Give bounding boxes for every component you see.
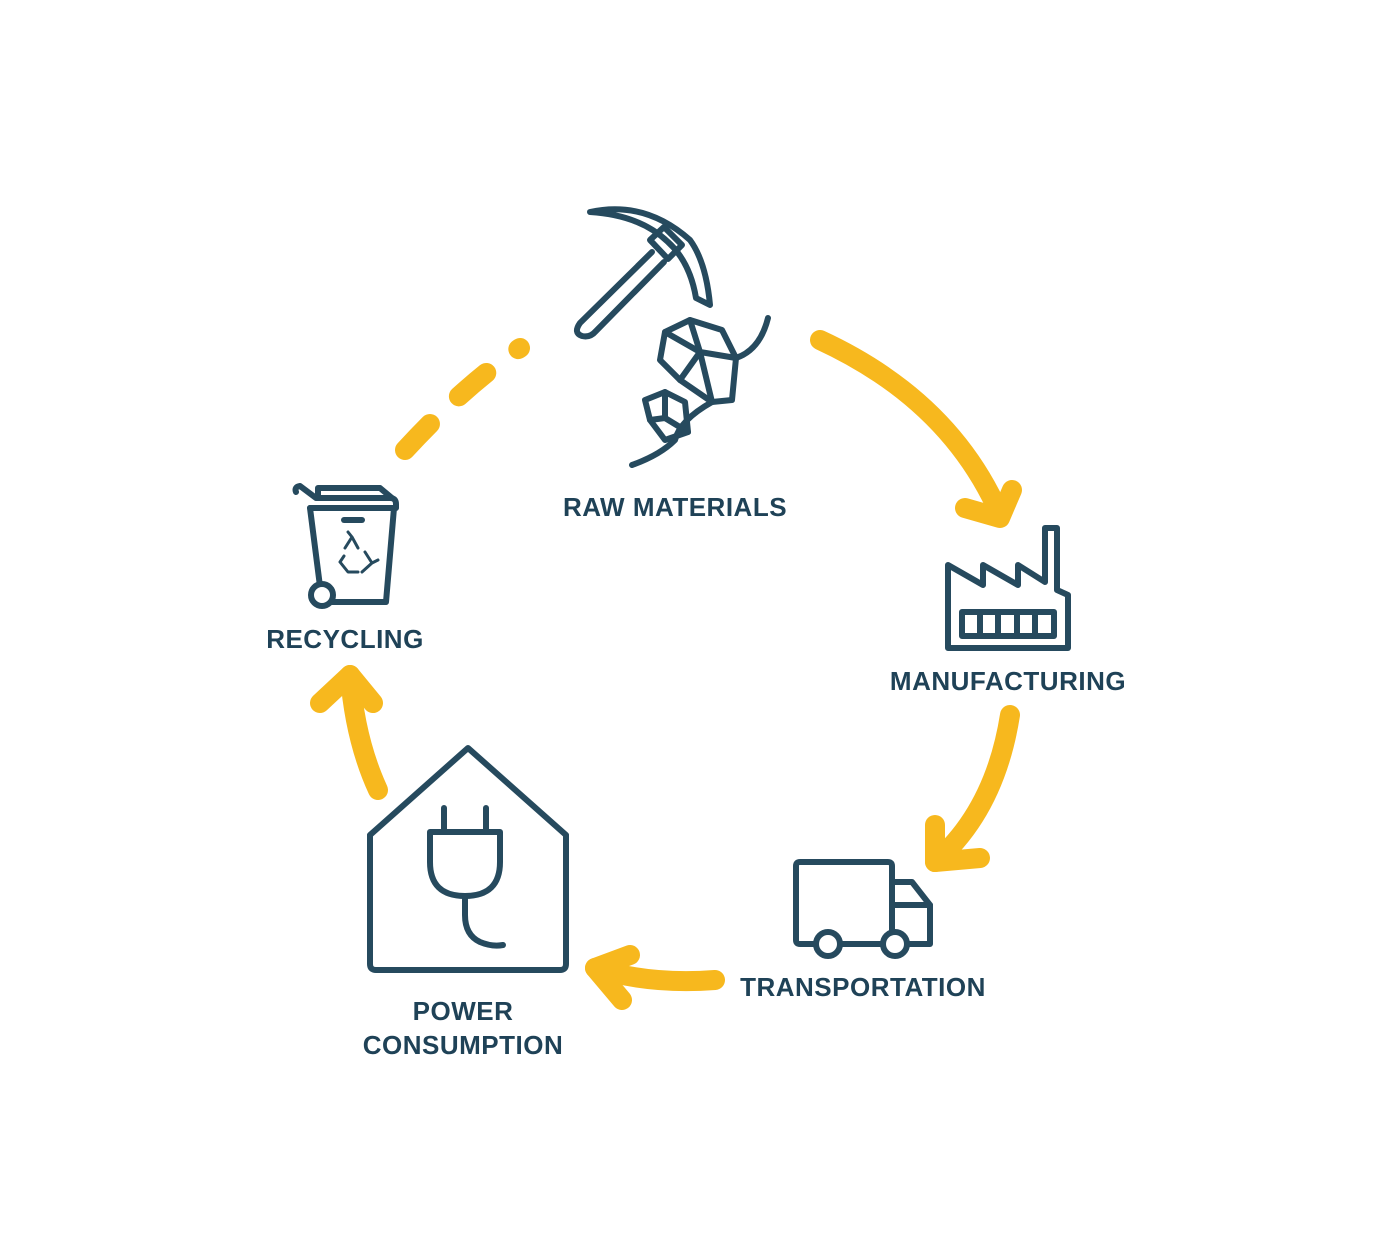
stage-label-power-line1: POWER bbox=[412, 996, 514, 1026]
stage-label-recycling: RECYCLING bbox=[266, 624, 424, 654]
stage-label-power-line2: CONSUMPTION bbox=[362, 1030, 564, 1060]
cycle-arrow-manufacturing-to-transportation bbox=[925, 705, 1020, 872]
stage-label-raw-materials: RAW MATERIALS bbox=[562, 492, 788, 522]
factory-icon bbox=[945, 525, 1071, 651]
cycle-arrow-raw-to-manufacturing bbox=[810, 330, 1022, 528]
stage-label-transportation: TRANSPORTATION bbox=[740, 972, 986, 1002]
cycle-arrow-transportation-to-power bbox=[585, 945, 725, 1010]
truck-icon bbox=[793, 859, 933, 959]
stage-label-manufacturing: MANUFACTURING bbox=[889, 666, 1127, 696]
recycling-bin-icon bbox=[292, 483, 399, 609]
cycle-arrow-recycling-to-raw-dashed bbox=[395, 338, 530, 460]
cycle-arrow-power-to-recycling bbox=[310, 665, 388, 800]
pickaxe-ore-icon bbox=[574, 206, 771, 468]
house-plug-icon bbox=[367, 745, 569, 973]
